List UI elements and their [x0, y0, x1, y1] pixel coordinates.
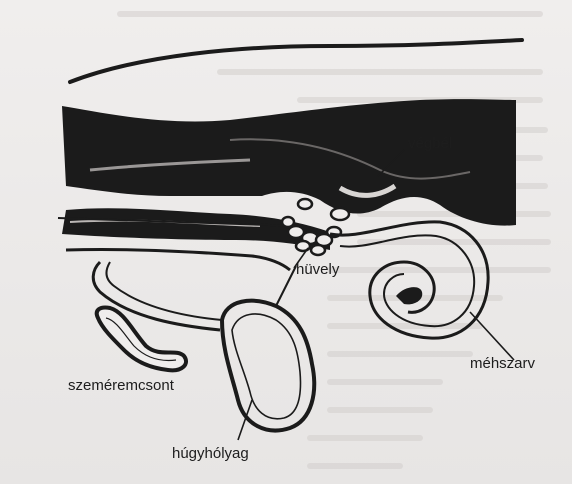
uterine-horn-outer — [330, 222, 488, 338]
body-wall-lower — [66, 249, 290, 270]
label-pubic-bone: szeméremcsont — [68, 378, 174, 393]
leader-uterine-horn — [470, 312, 514, 360]
label-bladder: húgyhólyag — [172, 446, 249, 461]
uterine-horn-inner — [340, 235, 474, 326]
bladder-ligament — [276, 266, 296, 306]
cervix-knot — [282, 199, 349, 255]
label-vagina: hüvely — [296, 262, 339, 277]
uterine-horn-tip — [396, 287, 422, 304]
bladder-outer — [222, 301, 314, 431]
label-uterine-horn: méhszarv — [470, 356, 535, 371]
bladder-inner — [232, 314, 300, 419]
rectum-shape — [62, 99, 516, 226]
back-outline — [70, 40, 522, 82]
urethra-inner — [107, 262, 222, 320]
label-rectum: végbél — [408, 136, 452, 151]
